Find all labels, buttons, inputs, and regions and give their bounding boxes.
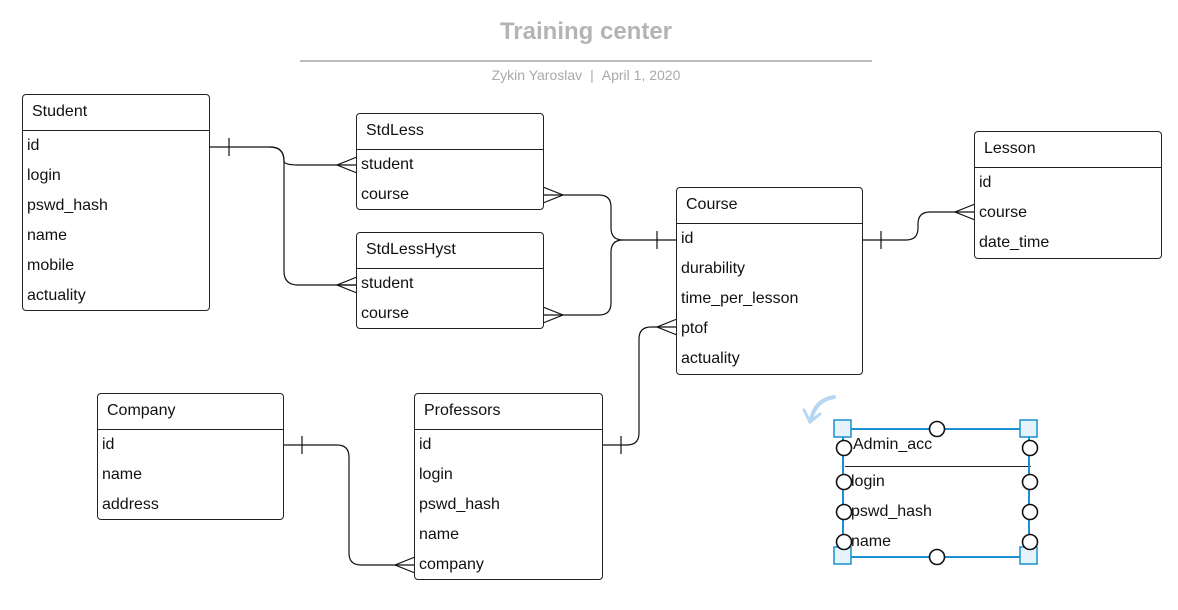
many-marker — [335, 156, 358, 174]
many-marker — [542, 306, 565, 324]
page-title: Training center — [499, 18, 673, 45]
field-name: name — [851, 533, 892, 550]
field-time-per-lesson: time_per_lesson — [681, 290, 799, 307]
entity-course[interactable]: Course id durability time_per_lesson pto… — [676, 187, 863, 375]
entity-professors[interactable]: Professors id login pswd_hash name compa… — [414, 393, 603, 580]
field-pswd-hash: pswd_hash — [851, 503, 932, 520]
field-mobile: mobile — [27, 257, 75, 274]
entity-stdless[interactable]: StdLess student course — [356, 113, 544, 210]
field-id: id — [979, 174, 992, 191]
connector-course-stdlesshyst — [543, 239, 624, 316]
field-id: id — [27, 137, 40, 154]
field-company: company — [419, 556, 484, 573]
entity-title: Student — [23, 95, 209, 131]
title-divider — [300, 60, 872, 62]
connector-course-stdless — [543, 194, 677, 241]
field-login: login — [27, 167, 61, 184]
entity-title: StdLessHyst — [357, 233, 543, 269]
many-marker — [953, 203, 976, 221]
connector-student-stdlesshyst — [269, 146, 357, 286]
many-marker — [335, 276, 358, 294]
entity-stdlesshyst[interactable]: StdLessHyst student course — [356, 232, 544, 329]
entity-title: Admin_acc — [845, 429, 1031, 467]
field-pswd-hash: pswd_hash — [27, 197, 108, 214]
field-id: id — [102, 436, 115, 453]
diagram-date: April 1, 2020 — [601, 67, 681, 83]
subtitle-separator: | — [590, 67, 594, 83]
many-marker — [542, 186, 565, 204]
field-ptof: ptof — [681, 320, 708, 337]
field-name: name — [27, 227, 68, 244]
entity-lesson[interactable]: Lesson id course date_time — [974, 131, 1162, 259]
entity-title: Course — [677, 188, 862, 224]
page-subtitle: Zykin Yaroslav | April 1, 2020 — [300, 67, 872, 83]
entity-title: Professors — [415, 394, 602, 430]
field-actuality: actuality — [27, 287, 86, 304]
field-course: course — [361, 305, 410, 322]
field-actuality: actuality — [681, 350, 740, 367]
entity-company[interactable]: Company id name address — [97, 393, 284, 520]
entity-student[interactable]: Student id login pswd_hash name mobile a… — [22, 94, 210, 311]
entity-title: Company — [98, 394, 283, 430]
field-course: course — [979, 204, 1028, 221]
diagram-header: Training center Zykin Yaroslav | April 1, … — [0, 0, 1178, 90]
field-id: id — [419, 436, 432, 453]
field-address: address — [102, 496, 159, 513]
connector-professors-course — [602, 326, 677, 446]
entity-title: Lesson — [975, 132, 1161, 168]
field-login: login — [419, 466, 453, 483]
field-durability: durability — [681, 260, 746, 277]
field-student: student — [361, 275, 414, 292]
field-course: course — [361, 186, 410, 203]
connector-company-professors — [283, 444, 415, 566]
author-name: Zykin Yaroslav — [491, 67, 583, 83]
many-marker — [655, 318, 678, 336]
many-marker — [393, 556, 416, 574]
field-pswd-hash: pswd_hash — [419, 496, 500, 513]
entity-title: StdLess — [357, 114, 543, 150]
entity-admin-acc[interactable]: Admin_acc login pswd_hash name — [845, 429, 1031, 557]
field-student: student — [361, 156, 414, 173]
field-name: name — [102, 466, 143, 483]
field-name: name — [419, 526, 460, 543]
field-date-time: date_time — [979, 234, 1050, 251]
connector-course-lesson — [862, 211, 975, 241]
field-login: login — [851, 473, 885, 490]
field-id: id — [681, 230, 694, 247]
